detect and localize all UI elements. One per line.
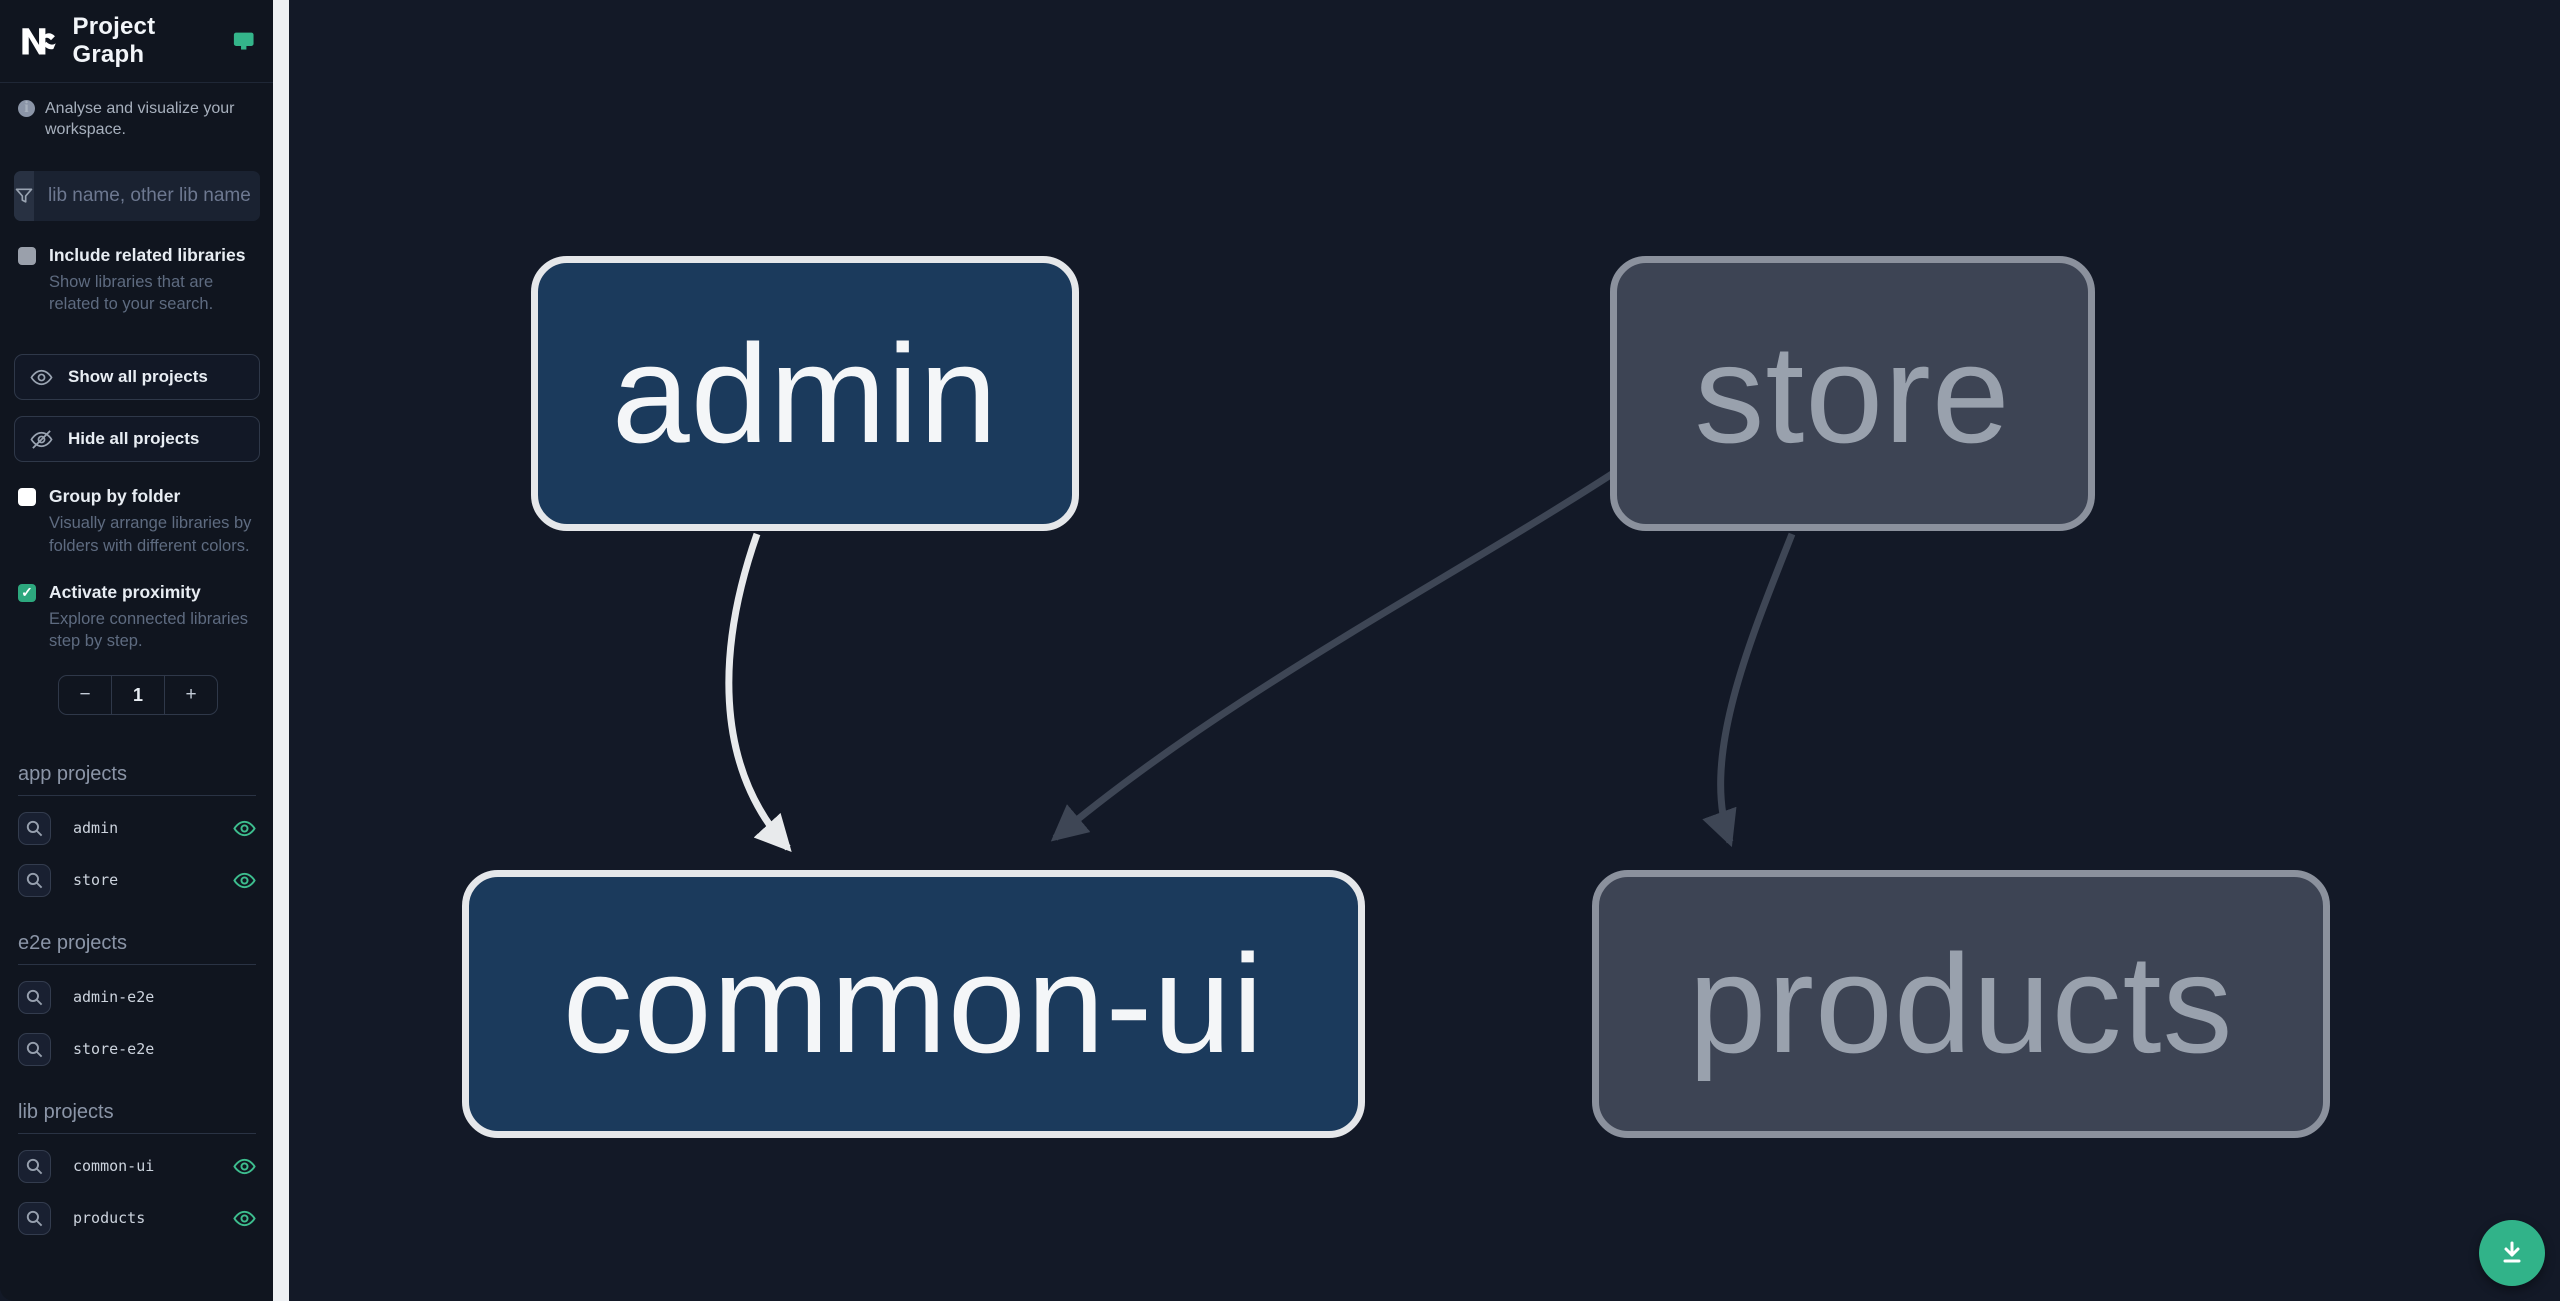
- project-row-admin[interactable]: admin: [18, 808, 256, 848]
- proximity-stepper: − 1 +: [58, 675, 218, 716]
- checkbox-group-by-folder[interactable]: Group by folder Visually arrange librari…: [18, 486, 256, 558]
- checkbox-activate-proximity[interactable]: ✓ Activate proximity Explore connected l…: [18, 582, 256, 654]
- page-title: Project Graph: [72, 13, 156, 68]
- graph-node-admin[interactable]: admin: [531, 256, 1079, 531]
- toggle-visibility-eye-icon[interactable]: [233, 869, 256, 892]
- eye-off-icon: [30, 429, 53, 449]
- focus-project-button[interactable]: [18, 1032, 51, 1066]
- sidebar-scrollbar[interactable]: [273, 0, 289, 1301]
- checkbox-description: Visually arrange libraries by folders wi…: [49, 514, 252, 555]
- checkbox-description: Show libraries that are related to your …: [49, 272, 214, 314]
- focus-project-button[interactable]: [18, 1201, 51, 1235]
- proximity-value: 1: [111, 676, 165, 715]
- checkbox-label: Group by folder: [49, 486, 181, 507]
- toggle-visibility-eye-icon[interactable]: [233, 1155, 256, 1178]
- section-heading-lib-projects: lib projects: [18, 1101, 256, 1135]
- project-row-store[interactable]: store: [18, 860, 256, 900]
- show-all-projects-button[interactable]: Show all projects: [14, 354, 260, 401]
- section-heading-e2e-projects: e2e projects: [18, 932, 256, 966]
- project-list-panel: app projects admin: [0, 763, 274, 1238]
- monitor-icon[interactable]: [233, 29, 254, 54]
- project-row-common-ui[interactable]: common-ui: [18, 1146, 256, 1186]
- graph-node-common-ui[interactable]: common-ui: [462, 870, 1365, 1138]
- proximity-decrement-button[interactable]: −: [59, 676, 111, 714]
- eye-icon: [30, 369, 53, 385]
- toggle-visibility-eye-icon[interactable]: [233, 817, 256, 840]
- download-icon: [2503, 1241, 2521, 1263]
- checkbox-box-checked[interactable]: ✓: [18, 583, 36, 602]
- hide-all-projects-button[interactable]: Hide all projects: [14, 416, 260, 463]
- checkbox-description: Explore connected libraries step by step…: [49, 609, 249, 651]
- focus-project-button[interactable]: [18, 811, 51, 845]
- sidebar: Project Graph i Analyse and visualize yo…: [0, 0, 274, 1301]
- checkbox-label: Include related libraries: [49, 244, 246, 265]
- graph-node-products[interactable]: products: [1592, 870, 2330, 1138]
- project-name: store-e2e: [73, 1040, 155, 1059]
- proximity-increment-button[interactable]: +: [165, 676, 217, 714]
- project-name: admin: [73, 819, 119, 838]
- focus-project-button[interactable]: [18, 1149, 51, 1183]
- nx-logo: [22, 28, 56, 55]
- funnel-icon: [14, 170, 34, 221]
- project-name: products: [73, 1209, 146, 1228]
- focus-project-button[interactable]: [18, 863, 51, 897]
- checkbox-box[interactable]: [18, 246, 36, 265]
- info-icon: i: [18, 99, 35, 117]
- project-name: common-ui: [73, 1157, 155, 1176]
- checkbox-include-related[interactable]: Include related libraries Show libraries…: [18, 245, 256, 317]
- focus-project-button[interactable]: [18, 980, 51, 1014]
- project-row-admin-e2e[interactable]: admin-e2e: [18, 977, 256, 1017]
- header-divider: [0, 82, 274, 83]
- graph-node-store[interactable]: store: [1610, 256, 2095, 531]
- project-name: admin-e2e: [73, 988, 155, 1007]
- checkbox-box[interactable]: [18, 488, 36, 507]
- toggle-visibility-eye-icon[interactable]: [233, 1207, 256, 1230]
- project-row-products[interactable]: products: [18, 1198, 256, 1238]
- workspace-tagline: i Analyse and visualize your workspace.: [0, 83, 274, 151]
- filter-input[interactable]: [34, 170, 260, 221]
- sidebar-header: Project Graph: [0, 0, 274, 82]
- project-name: store: [73, 871, 119, 890]
- project-row-store-e2e[interactable]: store-e2e: [18, 1029, 256, 1069]
- section-heading-app-projects: app projects: [18, 763, 256, 797]
- download-graph-button[interactable]: [2479, 1220, 2545, 1286]
- filter-box: [14, 170, 260, 221]
- checkbox-label: Activate proximity: [49, 581, 201, 602]
